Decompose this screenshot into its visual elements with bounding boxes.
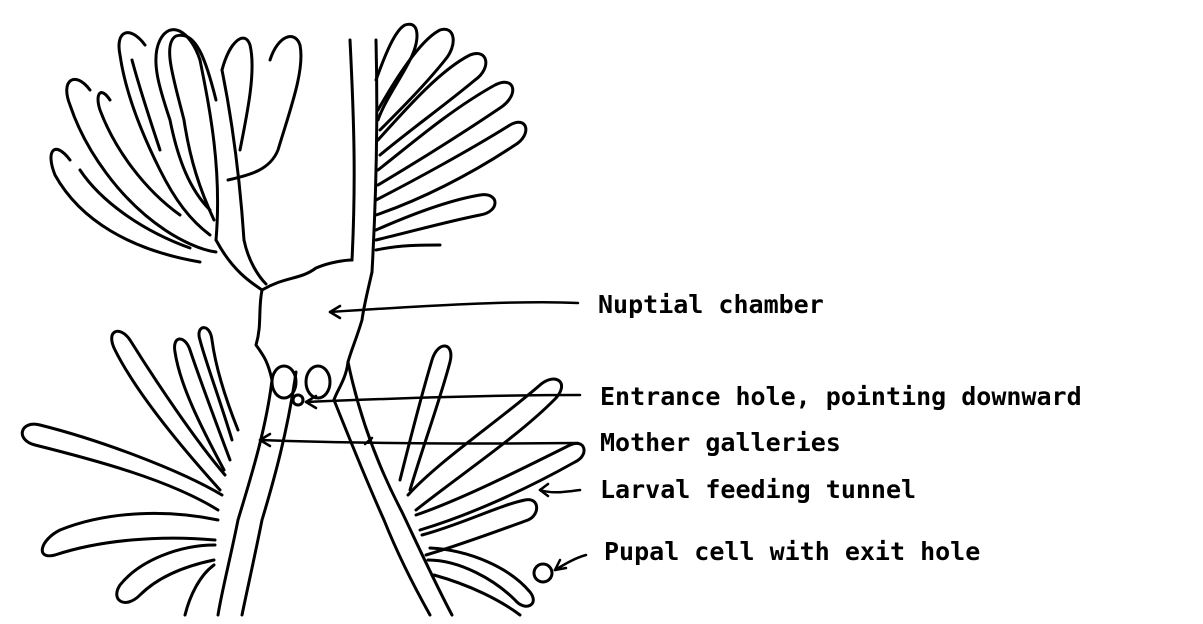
label-pupal-cell: Pupal cell with exit hole	[604, 537, 980, 567]
lower-left-larval-tunnels	[22, 328, 238, 615]
upper-left-larval-tunnels	[51, 30, 301, 262]
upper-mother-galleries	[200, 40, 377, 400]
leader-larval-tunnel	[540, 490, 580, 492]
label-entrance-hole: Entrance hole, pointing downward	[600, 382, 1082, 412]
label-nuptial-chamber: Nuptial chamber	[598, 290, 824, 320]
label-mother-galleries: Mother galleries	[600, 428, 841, 458]
leader-entrance-hole	[306, 395, 580, 402]
upper-right-larval-tunnels	[376, 24, 526, 250]
leader-nuptial-chamber	[330, 302, 578, 312]
lower-right-larval-tunnels	[400, 346, 584, 615]
leader-mother-galleries	[260, 440, 578, 444]
label-larval-feeding-tunnel: Larval feeding tunnel	[600, 475, 916, 505]
